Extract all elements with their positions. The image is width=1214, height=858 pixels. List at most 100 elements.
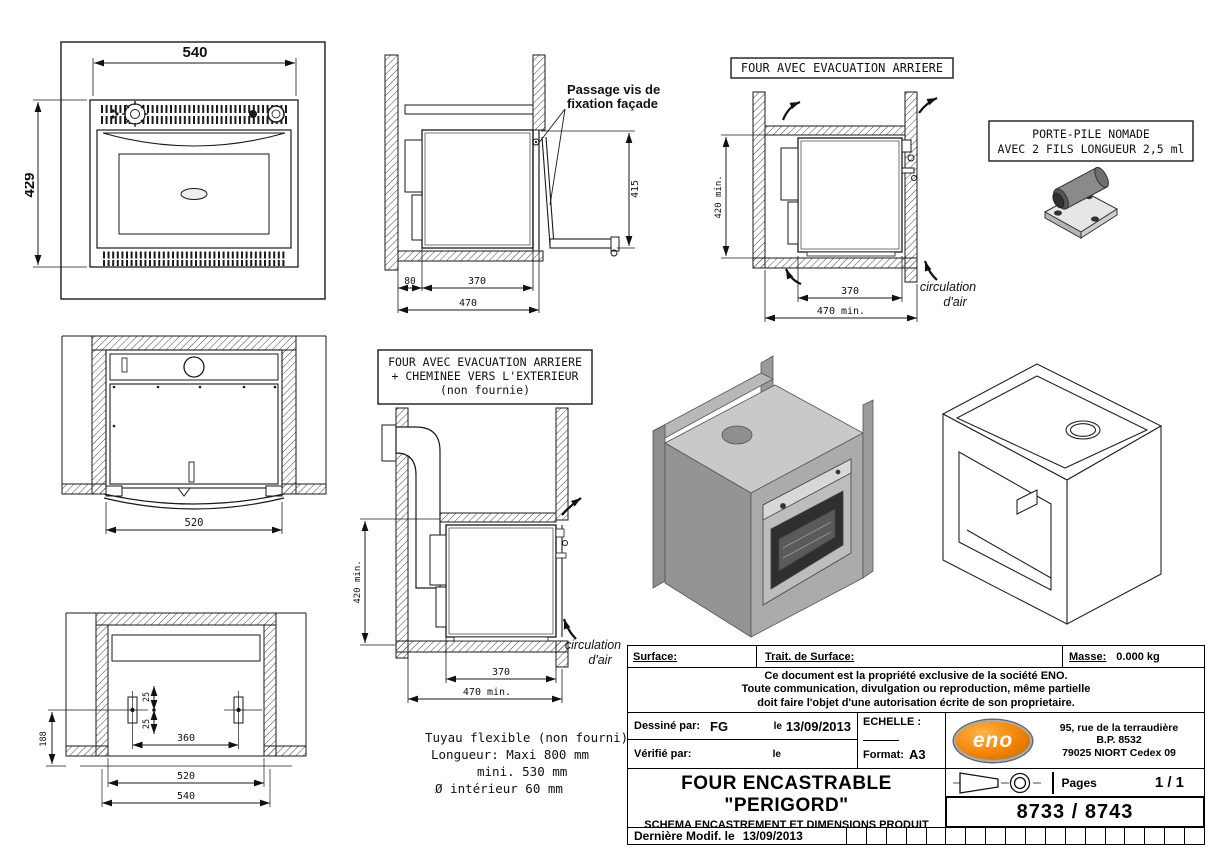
dim-540-label: 540 (182, 44, 207, 61)
iso-shaded-drawing (652, 355, 874, 638)
revision-cell (846, 828, 866, 844)
dim-370-label: 370 (468, 276, 486, 287)
revision-cell (1025, 828, 1045, 844)
dim-520-label: 520 (185, 517, 204, 529)
airflow-arrows (781, 96, 938, 286)
revision-cell (985, 828, 1005, 844)
company-cell: eno 95, rue de la terraudière B.P. 8532 … (945, 712, 1205, 769)
dim-188-label: 188 (39, 731, 49, 746)
drawn-by-label: Dessiné par: (634, 720, 701, 732)
hose-note: Tuyau flexible (non fourni) Longueur: Ma… (415, 726, 630, 806)
oven-side (780, 137, 917, 257)
revision-cell (1064, 828, 1085, 844)
dim-25-top-label: 25 (142, 692, 152, 702)
scale-cell: ECHELLE : Format: A3 (857, 712, 946, 769)
revision-cell (1144, 828, 1164, 844)
surface-treatment-label: Trait. de Surface: (765, 650, 855, 663)
pages-label: Pages (1061, 775, 1097, 790)
last-modified-date: 13/09/2013 (742, 829, 803, 843)
notice-line-3: doit faire l'objet d'une autorisation éc… (757, 696, 1075, 709)
revision-cell (905, 828, 926, 844)
product-ref-cell: 8733 / 8743 (945, 796, 1205, 828)
dim-470-label: 470 (459, 298, 477, 309)
revision-cell (1104, 828, 1125, 844)
airflow-arrows (561, 497, 582, 640)
property-notice: Ce document est la propriété exclusive d… (627, 667, 1205, 713)
air-circulation-label-1: circulation (565, 638, 621, 652)
scale-label: ECHELLE : (863, 716, 922, 728)
chimney-view-drawing: FOUR AVEC EVACUATION ARRIERE + CHEMINEE … (353, 349, 621, 703)
battery-holder-note: PORTE-PILE NOMADE AVEC 2 FILS LONGUEUR 2… (985, 115, 1200, 240)
mass-cell: Masse: 0.000 kg (1062, 645, 1205, 668)
drawn-by-cell: Dessiné par: FG le 13/09/2013 (627, 712, 858, 740)
flue-outlet-hole (183, 356, 205, 378)
hose-note-line3: mini. 530 mm (477, 764, 567, 779)
brand-oval (180, 188, 208, 200)
vent-slot (111, 634, 261, 662)
dim-420min-label: 420 min. (714, 175, 724, 218)
battery-holder (1043, 166, 1118, 239)
drawn-date: 13/09/2013 (785, 718, 851, 734)
drawn-date-prefix: le (773, 720, 782, 732)
plan-view: 25 25 188 360 520 540 (36, 591, 348, 836)
dim-25-bottom-label: 25 (142, 719, 152, 729)
oven-3d (762, 458, 852, 606)
drawing-subtitle: SCHEMA ENCASTREMENT ET DIMENSIONS PRODUI… (644, 819, 929, 828)
callout-passage-vis-line2: fixation façade (567, 96, 658, 111)
revision-cell (1124, 828, 1144, 844)
battery-holder-drawing: PORTE-PILE NOMADE AVEC 2 FILS LONGUEUR 2… (988, 120, 1194, 239)
igniter-icon (111, 109, 119, 119)
chimney-pipe (395, 426, 441, 589)
dim-540-label: 540 (177, 791, 195, 802)
air-circulation-label-2: d'air (943, 295, 967, 309)
chimney-title-3: (non fournie) (440, 383, 530, 397)
iso-view-wireframe (925, 352, 1185, 662)
flue-wall-outlet (381, 424, 397, 462)
surface-cell: Surface: (627, 645, 757, 668)
drawing-title: FOUR ENCASTRABLE "PERIGORD" (681, 773, 892, 816)
dim-415-label: 415 (630, 180, 641, 198)
format-value: A3 (908, 747, 926, 762)
revision-cell (1164, 828, 1184, 844)
side-view-fixation: Passage vis de fixation façade 415 80 37… (365, 45, 670, 330)
address-line-2: B.P. 8532 (1096, 734, 1142, 747)
address-line-1: 95, rue de la terraudière (1059, 721, 1179, 734)
oven-front (89, 99, 299, 268)
drawn-by-value: FG (710, 718, 729, 734)
porte-pile-line2: AVEC 2 FILS LONGUEUR 2,5 ml (998, 142, 1185, 156)
modif-cells (846, 828, 1204, 844)
last-modified-row: Dernière Modif. le 13/09/2013 (627, 827, 1205, 845)
front-view: 540 429 (25, 30, 335, 310)
mass-label: Masse: (1069, 650, 1107, 663)
projection-symbol-icon (953, 771, 1042, 794)
door-handle-arc (103, 493, 285, 505)
chimney-view: FOUR AVEC EVACUATION ARRIERE + CHEMINEE … (350, 343, 625, 733)
pages-divider (1052, 771, 1054, 794)
oven-side (429, 524, 568, 642)
revision-cell (925, 828, 946, 844)
indicator-button (249, 110, 257, 118)
push-button (267, 105, 285, 123)
company-address: 95, rue de la terraudière B.P. 8532 7902… (1038, 722, 1200, 760)
notice-line-2: Toute communication, divulgation ou repr… (741, 683, 1091, 696)
product-ref: 8733 / 8743 (1016, 800, 1134, 823)
dim-370-label: 370 (492, 667, 510, 678)
title-block: Surface: Trait. de Surface: Masse: 0.000… (627, 645, 1205, 845)
open-door (541, 136, 551, 246)
checked-date-prefix: le (772, 748, 781, 760)
pages-cell: Pages 1 / 1 (945, 768, 1205, 797)
chimney-title-1: FOUR AVEC EVACUATION ARRIERE (388, 355, 582, 369)
oven-side (404, 129, 620, 257)
checked-by-label: Vérifié par: (634, 748, 692, 760)
revision-cell (1044, 828, 1065, 844)
revision-cell (1084, 828, 1105, 844)
mounting-brackets (48, 691, 262, 729)
plan-view-drawing: 25 25 188 360 520 540 (39, 612, 307, 807)
drawing-title-cell: FOUR ENCASTRABLE "PERIGORD" SCHEMA ENCAS… (627, 768, 946, 828)
notice-line-1: Ce document est la propriété exclusive d… (764, 669, 1068, 682)
surface-label: Surface: (633, 650, 678, 663)
dim-420min-label: 420 min. (353, 560, 363, 603)
callout-passage-vis-line1: Passage vis de (567, 82, 660, 97)
rear-evac-view: FOUR AVEC EVACUATION ARRIERE (695, 50, 990, 335)
